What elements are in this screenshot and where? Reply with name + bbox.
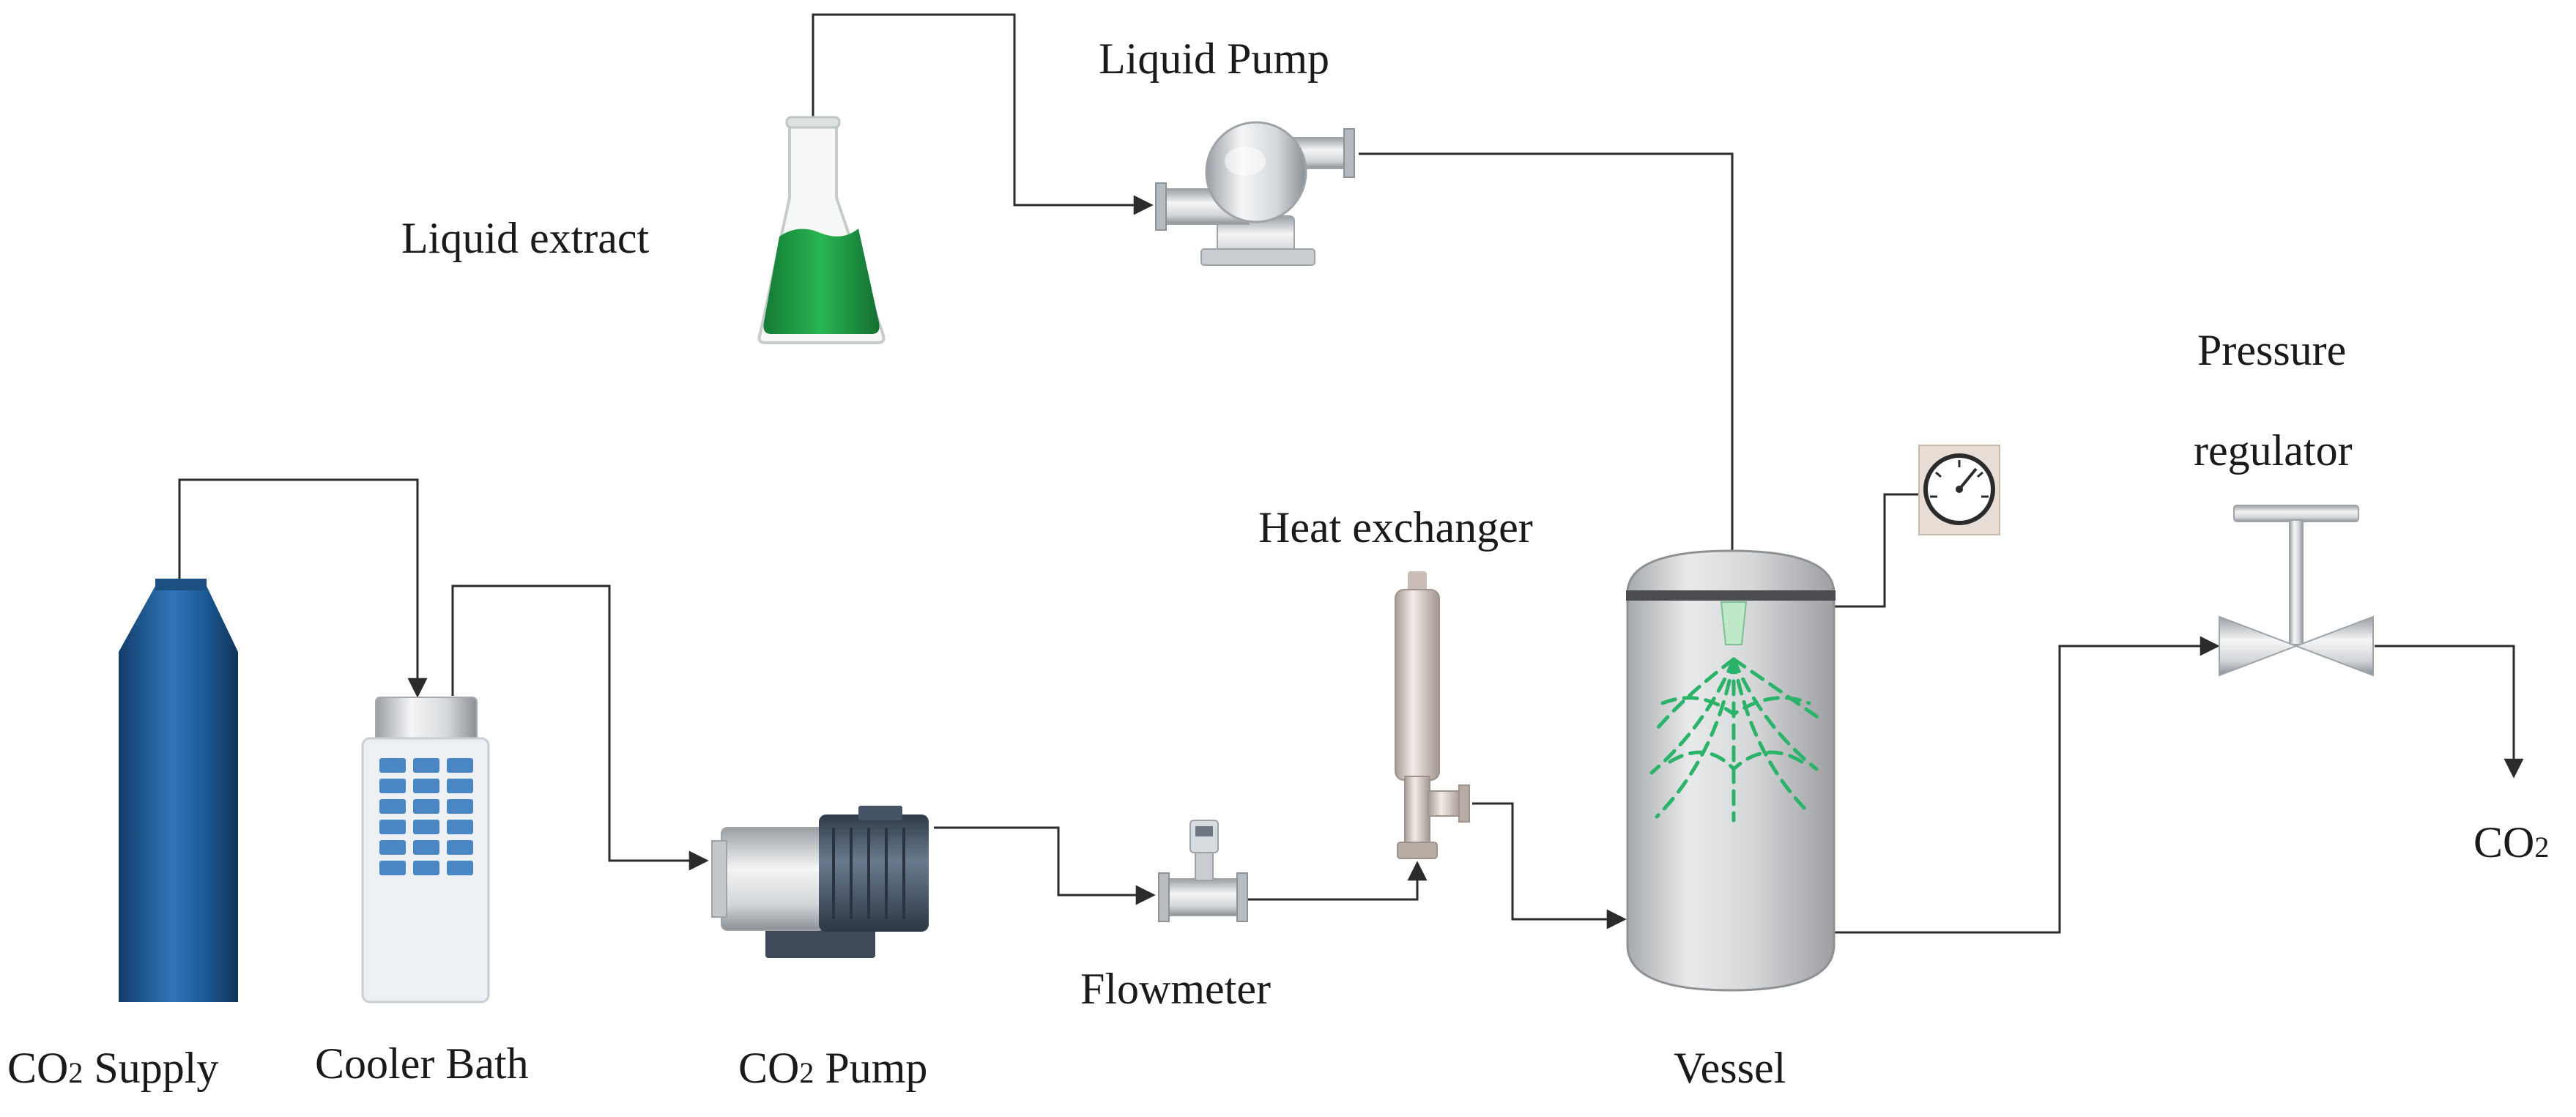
pipes	[178, 13, 2524, 934]
pipe-regulator-to-outlet	[2375, 645, 2524, 779]
flowmeter	[1158, 820, 1248, 922]
pressure-regulator-label-line1: Pressure	[2197, 326, 2346, 374]
pressure-gauge-icon	[1918, 445, 2000, 535]
cooler-bath	[361, 697, 490, 1003]
heat-exchanger-label: Heat exchanger	[1258, 503, 1533, 552]
spray-nozzle	[1720, 601, 1748, 645]
co2-pump	[711, 806, 929, 958]
co2-supply-label: CO2 Supply	[7, 1044, 218, 1092]
pipe-flask-to-liquid-pump	[812, 13, 1154, 215]
flowmeter-label: Flowmeter	[1080, 965, 1271, 1013]
spray-pattern	[1649, 657, 1826, 823]
erlenmeyer-flask-icon	[757, 116, 886, 344]
cooler-bath-label: Cooler Bath	[315, 1039, 529, 1088]
co2-pump-label: CO2 Pump	[738, 1044, 927, 1092]
cooler-panel	[379, 758, 473, 875]
liquid-extract-label: Liquid extract	[401, 214, 650, 262]
co2-outlet-label-prefix: CO	[2473, 818, 2534, 866]
pipe-co2-pump-to-flowmeter	[934, 826, 1156, 905]
vessel-label: Vessel	[1674, 1044, 1786, 1092]
pipe-liquid-pump-to-vessel	[1359, 152, 1742, 583]
heat-exchanger	[1395, 571, 1470, 859]
co2-supply-label-sub: 2	[68, 1056, 83, 1089]
co2-outlet-label-sub: 2	[2534, 831, 2549, 864]
liquid-pump-label: Liquid Pump	[1099, 34, 1329, 83]
pressure-regulator-label-line2: regulator	[2194, 426, 2353, 475]
pipe-heat-exchanger-to-vessel	[1472, 802, 1627, 929]
pipe-flowmeter-to-heat-exchanger	[1241, 861, 1428, 901]
pipe-cooler-to-co2-pump	[451, 585, 709, 871]
co2-outlet-label: CO2	[2473, 818, 2549, 866]
pipe-vessel-to-regulator	[1835, 636, 2220, 934]
co2-supply-cylinder	[119, 579, 238, 1002]
pipe-vessel-to-gauge	[1835, 493, 1919, 608]
vessel	[1626, 549, 1836, 992]
pipe-supply-to-cooler	[178, 478, 428, 698]
valve-icon	[2219, 505, 2374, 677]
co2-supply-label-prefix: CO	[7, 1044, 68, 1092]
co2-supply-label-suffix: Supply	[83, 1044, 218, 1092]
co2-pump-label-prefix: CO	[738, 1044, 799, 1092]
co2-pump-label-suffix: Pump	[814, 1044, 927, 1092]
liquid-pump	[1155, 121, 1355, 266]
co2-pump-label-sub: 2	[799, 1056, 814, 1089]
